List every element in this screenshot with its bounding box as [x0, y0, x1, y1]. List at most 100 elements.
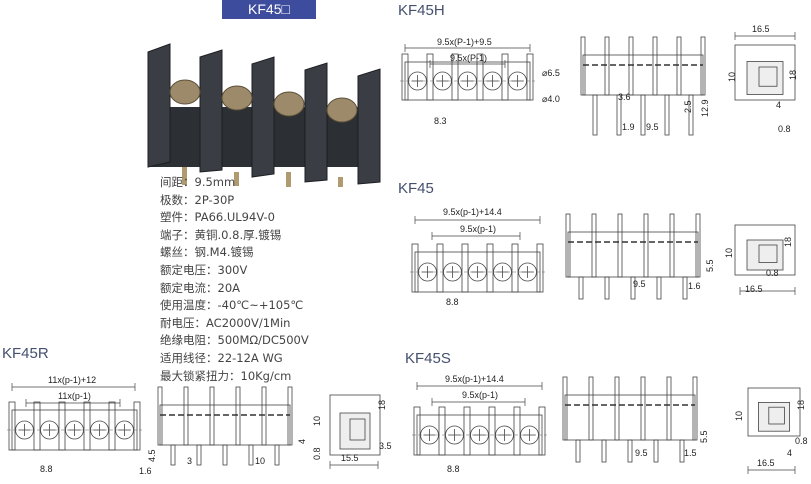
side-barrier — [209, 386, 215, 446]
end-body — [329, 394, 381, 456]
dimension-label: 0.8 — [778, 124, 791, 134]
side-barrier — [614, 376, 620, 441]
side-barrier — [652, 36, 658, 96]
dimension-label: 1.6 — [688, 281, 701, 291]
spec-value: 20A — [217, 280, 241, 295]
side-barrier — [692, 376, 698, 441]
rib — [436, 243, 444, 293]
dimension-label: 4 — [297, 438, 307, 444]
side-barrier — [235, 386, 241, 446]
spec-row: 端子：黄铜.0.8.厚.镀锡 — [160, 227, 309, 245]
end-terminal — [746, 61, 784, 95]
dimension-label: 10 — [312, 415, 322, 426]
rib — [426, 53, 434, 101]
end-terminal — [339, 412, 371, 450]
pin — [630, 276, 636, 300]
screw-circle — [458, 71, 477, 91]
dimension-label: 9.5 — [633, 279, 646, 289]
dimension-label: 18 — [783, 236, 793, 247]
side-barrier — [666, 376, 672, 441]
section-title: KF45S — [405, 350, 451, 367]
spec-label: 间距： — [160, 175, 195, 189]
side-barrier — [183, 386, 189, 446]
dimension-label: ⌀6.5 — [542, 68, 560, 78]
side-barrier — [591, 213, 597, 278]
dimension-label: 9.5x(p-1)+14.4 — [443, 207, 502, 217]
pin — [688, 94, 694, 136]
dimension-label: 9.5x(P-1) — [450, 53, 488, 63]
product-photo — [147, 43, 381, 187]
dimension-label: 4 — [776, 100, 782, 110]
spec-label: 极数： — [160, 192, 195, 207]
rib — [33, 401, 41, 451]
rib — [83, 401, 91, 451]
dimension-label: 1.6 — [139, 466, 152, 476]
pin — [222, 444, 228, 466]
spec-label: 塑件： — [160, 210, 195, 225]
side-barrier — [628, 36, 634, 96]
rib — [536, 243, 544, 293]
dimension-label: 10 — [255, 456, 266, 466]
side-body — [582, 54, 704, 96]
dimension-label: 9.5x(p-1)+14.4 — [445, 374, 504, 384]
dimension-label: 16.5 — [757, 458, 775, 468]
spec-label: 螺丝： — [160, 245, 195, 260]
pin — [679, 439, 685, 463]
rib — [411, 243, 419, 293]
spec-value: 22-12A WG — [217, 350, 283, 365]
spec-row: 额定电流：20A — [160, 280, 309, 298]
spec-row: 适用线径：22-12A WG — [160, 350, 309, 368]
dimension-label: 0.8 — [766, 268, 779, 278]
rib — [133, 401, 141, 451]
side-barrier — [640, 376, 646, 441]
pin — [656, 276, 662, 300]
end-clamp — [758, 244, 778, 263]
spec-value: 500MΩ/DC500V — [217, 333, 309, 348]
dimension-label: 8.3 — [434, 116, 447, 126]
pin — [604, 276, 610, 300]
rib — [58, 401, 66, 451]
section-title: KF45 — [398, 180, 434, 197]
end-terminal — [746, 239, 784, 271]
dimension-label: 10 — [734, 410, 744, 421]
screw-circle — [468, 262, 487, 282]
dimension-label: 9.5x(p-1) — [460, 224, 497, 234]
rib — [413, 406, 421, 456]
pin — [196, 444, 202, 466]
section-title: KF45H — [398, 2, 445, 19]
rib — [476, 53, 484, 101]
dimension-label: 9.5 — [646, 122, 659, 132]
rib — [488, 406, 496, 456]
pin — [682, 276, 688, 300]
dimension-label: 1.5 — [684, 448, 697, 458]
rib — [513, 406, 521, 456]
spec-value: 黄铜.0.8.厚.镀锡 — [194, 227, 282, 242]
pin — [616, 94, 622, 136]
spec-label: 耐电压： — [160, 315, 206, 330]
screw-circle — [65, 420, 84, 440]
rib — [8, 401, 16, 451]
dimension-label: 5.5 — [699, 430, 709, 443]
dimension-label: 8.8 — [447, 464, 460, 474]
spec-row: 额定电压：300V — [160, 262, 309, 280]
screw-circle — [495, 425, 514, 445]
end-clamp — [768, 406, 785, 425]
dimension-label: 11x(p-1)+12 — [48, 375, 97, 385]
side-barrier — [287, 386, 293, 446]
spec-value: 10Kg/cm — [240, 368, 292, 383]
dimension-label: 16.5 — [745, 284, 763, 294]
dimension-label: 10 — [724, 247, 734, 258]
end-clamp — [349, 418, 366, 441]
rib — [401, 53, 409, 101]
dimension-label: 9.5x(P-1)+9.5 — [437, 37, 492, 47]
end-terminal — [758, 401, 791, 432]
side-barrier — [643, 213, 649, 278]
screw-circle — [483, 71, 502, 91]
spec-value: AC2000V/1Min — [206, 315, 291, 330]
dimension-label: 18 — [377, 399, 387, 410]
side-body — [159, 404, 291, 446]
section-title: KF45R — [2, 345, 49, 362]
spec-label: 绝缘电阻： — [160, 333, 218, 348]
pin — [640, 94, 646, 136]
